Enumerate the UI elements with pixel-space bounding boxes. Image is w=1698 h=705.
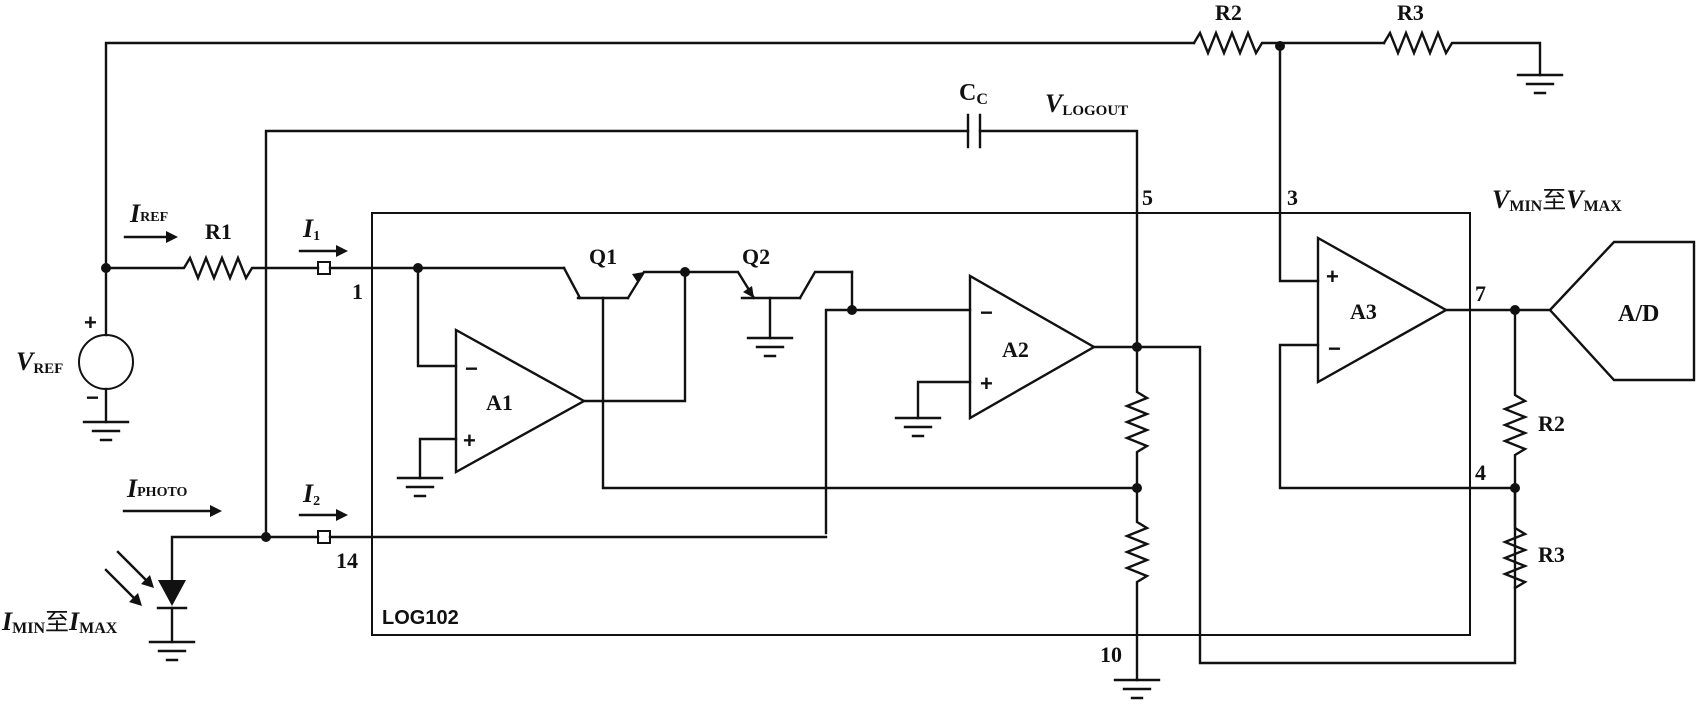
- r3-right-label: R3: [1538, 542, 1565, 567]
- ground-symbol-pin10: [1113, 678, 1161, 700]
- q2-transistor: [683, 270, 854, 340]
- a1-plus-sign: +: [463, 428, 476, 453]
- adc-label: A/D: [1618, 301, 1659, 327]
- pin4-number: 4: [1475, 460, 1486, 485]
- r3-top-label: R3: [1397, 0, 1424, 25]
- vmin-vmax-label: VMIN至VMAX: [1492, 185, 1622, 215]
- i2-label: I2: [302, 479, 320, 509]
- iref-label: IREF: [129, 199, 168, 228]
- q2-label: Q2: [742, 244, 770, 269]
- a2-plus-sign: +: [980, 371, 993, 396]
- pin10-number: 10: [1100, 642, 1122, 667]
- vref-voltage-source: [78, 334, 134, 390]
- a3-noninverting-input-wire: [1278, 44, 1320, 283]
- r3-right-resistor: [1501, 486, 1529, 590]
- pin14-terminal: [317, 530, 331, 544]
- a1-label: A1: [486, 390, 513, 415]
- ground-symbol-top-right: [1516, 73, 1564, 95]
- r2-right-label: R2: [1538, 411, 1565, 436]
- a1-output-wire: [582, 270, 687, 403]
- cc-feedback-wire: [264, 129, 970, 535]
- a2-minus-sign: −: [980, 300, 993, 325]
- pin1-number: 1: [352, 279, 363, 304]
- vref-minus-sign: −: [86, 385, 99, 410]
- ground-symbol-a1: [396, 476, 444, 498]
- pin7-number: 7: [1475, 281, 1486, 306]
- i1-label: I1: [302, 214, 320, 244]
- a3-inverting-feedback-wire: [1278, 343, 1517, 490]
- pin1-terminal: [317, 261, 331, 275]
- vlogout-label: VLOGOUT: [1045, 89, 1128, 119]
- a1-opamp: [454, 327, 587, 475]
- vref-plus-sign: +: [84, 310, 97, 335]
- internal-resistor-upper: [1123, 345, 1151, 490]
- pin3-number: 3: [1287, 185, 1298, 210]
- q1-label: Q1: [589, 244, 617, 269]
- a3-opamp: [1316, 235, 1449, 385]
- r2-right-resistor: [1501, 308, 1529, 490]
- q1-transistor: [562, 266, 1139, 490]
- a2-label: A2: [1002, 337, 1029, 362]
- iphoto-label: IPHOTO: [126, 474, 188, 503]
- ground-symbol-q2: [746, 336, 794, 358]
- a3-plus-sign: +: [1326, 264, 1339, 289]
- r2-top-label: R2: [1215, 0, 1242, 25]
- a1-minus-sign: −: [465, 356, 478, 381]
- log102-chip-label: LOG102: [382, 607, 459, 629]
- cc-capacitor: [966, 113, 982, 149]
- r1-label: R1: [205, 219, 232, 244]
- ground-symbol-a2: [894, 416, 942, 438]
- imin-imax-label: IMIN至IMAX: [1, 607, 118, 637]
- pin5-number: 5: [1142, 185, 1153, 210]
- log102-chip-outline: [371, 212, 1471, 636]
- adc-block: [1548, 240, 1696, 382]
- r1-resistor: [104, 254, 320, 282]
- a3-label: A3: [1350, 299, 1377, 324]
- top-reference-wire: [104, 29, 1542, 270]
- ground-symbol-photodiode: [148, 640, 196, 662]
- pin14-number: 14: [336, 548, 358, 573]
- ground-symbol-vref: [82, 420, 130, 442]
- internal-resistor-lower: [1123, 486, 1151, 682]
- a3-minus-sign: −: [1328, 336, 1341, 361]
- cc-label: CC: [959, 80, 988, 108]
- a2-opamp: [968, 273, 1097, 421]
- vref-label: VREF: [16, 347, 63, 377]
- photodiode: [104, 550, 188, 644]
